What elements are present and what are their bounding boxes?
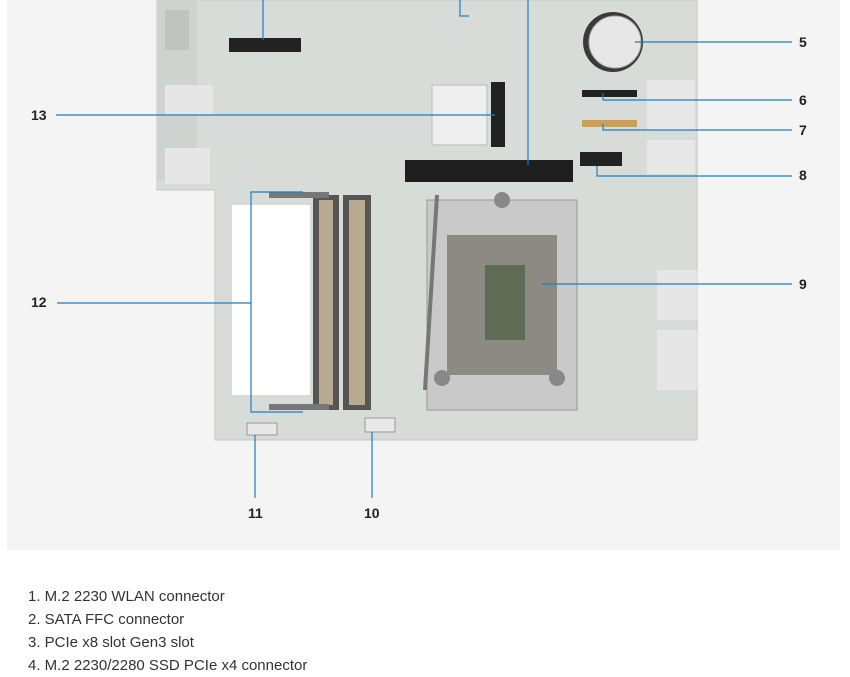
callout-8: 8	[799, 167, 807, 183]
callout-10: 10	[364, 505, 380, 521]
leader-bracket-12	[250, 191, 303, 413]
component-legend: 1. M.2 2230 WLAN connector 2. SATA FFC c…	[28, 585, 307, 677]
callout-5: 5	[799, 34, 807, 50]
motherboard-illustration	[56, 0, 792, 498]
legend-item: 4. M.2 2230/2280 SSD PCIe x4 connector	[28, 657, 308, 674]
callout-7: 7	[799, 122, 807, 138]
callout-12: 12	[31, 294, 47, 310]
callout-13: 13	[31, 107, 47, 123]
legend-item: 2. SATA FFC connector	[28, 611, 185, 628]
legend-item: 1. M.2 2230 WLAN connector	[28, 588, 225, 605]
callout-11: 11	[248, 505, 263, 521]
leader-line-6	[602, 93, 792, 101]
leader-line-8	[596, 166, 792, 177]
leader-line-2	[459, 0, 469, 17]
leader-line-7	[602, 124, 792, 131]
callout-6: 6	[799, 92, 807, 108]
callout-9: 9	[799, 276, 807, 292]
motherboard-diagram: 5 6 7 8 9 10 11 12 13	[7, 0, 840, 550]
legend-item: 3. PCIe x8 slot Gen3 slot	[28, 634, 194, 651]
leader-lines	[56, 0, 792, 498]
